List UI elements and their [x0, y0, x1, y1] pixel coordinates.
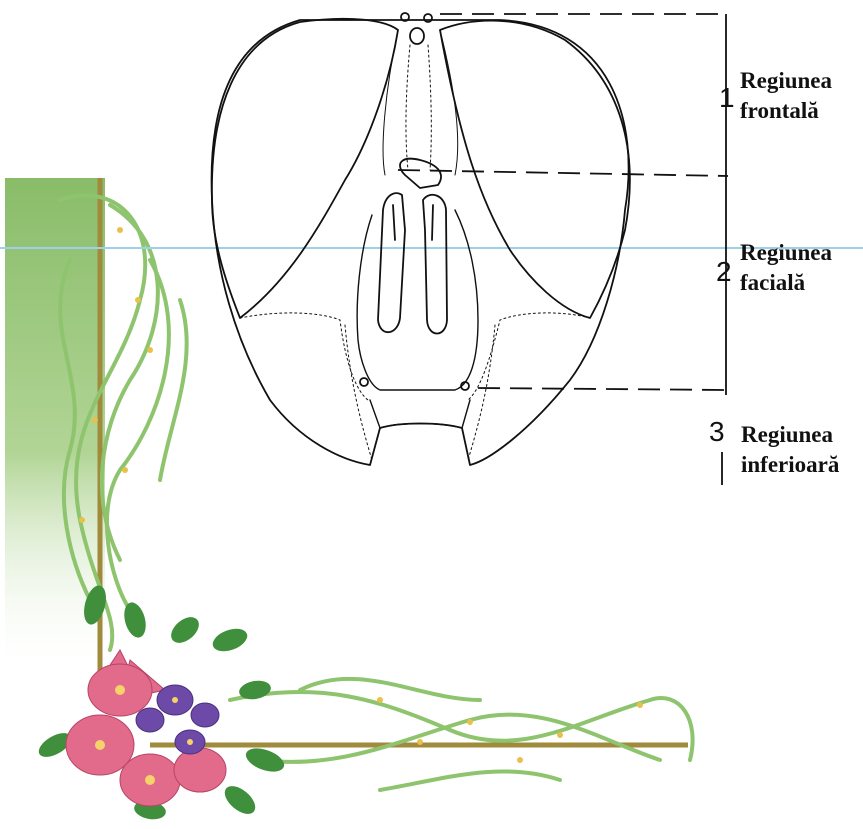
left-tentorial-pit — [360, 378, 368, 386]
right-compound-eye — [440, 21, 630, 318]
region-label-inferior-line1: Regiunea — [741, 420, 839, 450]
ocelli — [401, 13, 432, 44]
facial-lower-boundary-dashed — [478, 388, 728, 390]
region-number-2: 2 — [716, 258, 732, 286]
antennae — [378, 159, 447, 334]
region-label-inferior-line2: inferioară — [741, 450, 839, 480]
region-label-inferior: Regiunea inferioară — [741, 420, 839, 480]
clypeus — [370, 400, 470, 428]
frontal-facial-boundary-dashed — [398, 170, 728, 176]
vine-stems — [60, 196, 693, 790]
vine-buds — [79, 227, 643, 763]
region-label-facial: Regiunea facială — [740, 238, 832, 298]
floral-corner-decoration — [5, 178, 693, 822]
region-label-frontal: Regiunea frontală — [740, 66, 832, 126]
lower-face-sutures — [240, 313, 590, 460]
region-boundary-lines — [398, 14, 728, 485]
region-number-1: 1 — [719, 84, 735, 112]
region-label-frontal-line2: frontală — [740, 96, 832, 126]
region-label-frontal-line1: Regiunea — [740, 66, 832, 96]
insect-head-diagram — [212, 13, 630, 465]
head-outline — [212, 20, 629, 465]
region-label-facial-line2: facială — [740, 268, 832, 298]
facial-region-outline — [357, 210, 478, 390]
region-label-facial-line1: Regiunea — [740, 238, 832, 268]
region-number-3: 3 — [709, 418, 725, 446]
